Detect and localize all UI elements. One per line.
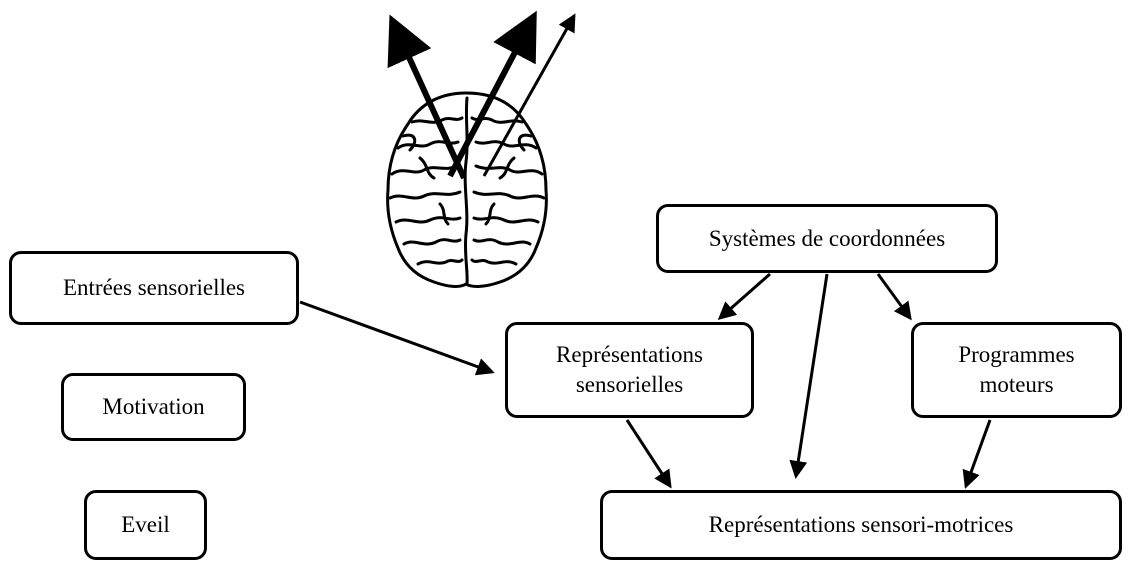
motivation-label: Motivation (102, 394, 205, 419)
arrow-systemes-to-sensori-motrices (789, 273, 829, 479)
eveil-label: Eveil (121, 512, 170, 537)
brain-arrow-left (387, 14, 467, 180)
arrow-entrees-to-representations (299, 300, 495, 376)
systemes-coordonnees-box: Systèmes de coordonnées (656, 204, 998, 273)
brain-icon (386, 91, 548, 288)
arrow-systemes-to-programmes (876, 273, 912, 321)
representations-sensori-motrices-label: Représentations sensori-motrices (708, 512, 1014, 537)
representations-sensori-motrices-box: Représentations sensori-motrices (600, 490, 1122, 560)
motivation-box: Motivation (61, 373, 246, 441)
programmes-moteurs-label-line-2: moteurs (979, 372, 1054, 397)
eveil-box: Eveil (84, 490, 207, 560)
entrees-sensorielles-box: Entrées sensorielles (9, 251, 299, 325)
brain-arrow-right (482, 13, 576, 177)
systemes-coordonnees-label: Systèmes de coordonnées (708, 225, 946, 251)
arrow-systemes-to-representations (717, 272, 771, 320)
entrees-sensorielles-label: Entrées sensorielles (62, 275, 246, 300)
programmes-moteurs-label-line-1: Programmes (958, 342, 1075, 367)
arrow-programmes-to-sensori-motrices (962, 419, 992, 489)
programmes-moteurs-box: Programmes moteurs (911, 322, 1122, 418)
representations-sensorielles-box: Représentations sensorielles (505, 322, 754, 418)
brain-arrow-middle (447, 10, 537, 178)
representations-sensorielles-label-line-1: Représentations (556, 342, 703, 367)
representations-sensorielles-label-line-2: sensorielles (575, 372, 684, 397)
arrow-representations-to-sensori-motrices (625, 419, 672, 489)
